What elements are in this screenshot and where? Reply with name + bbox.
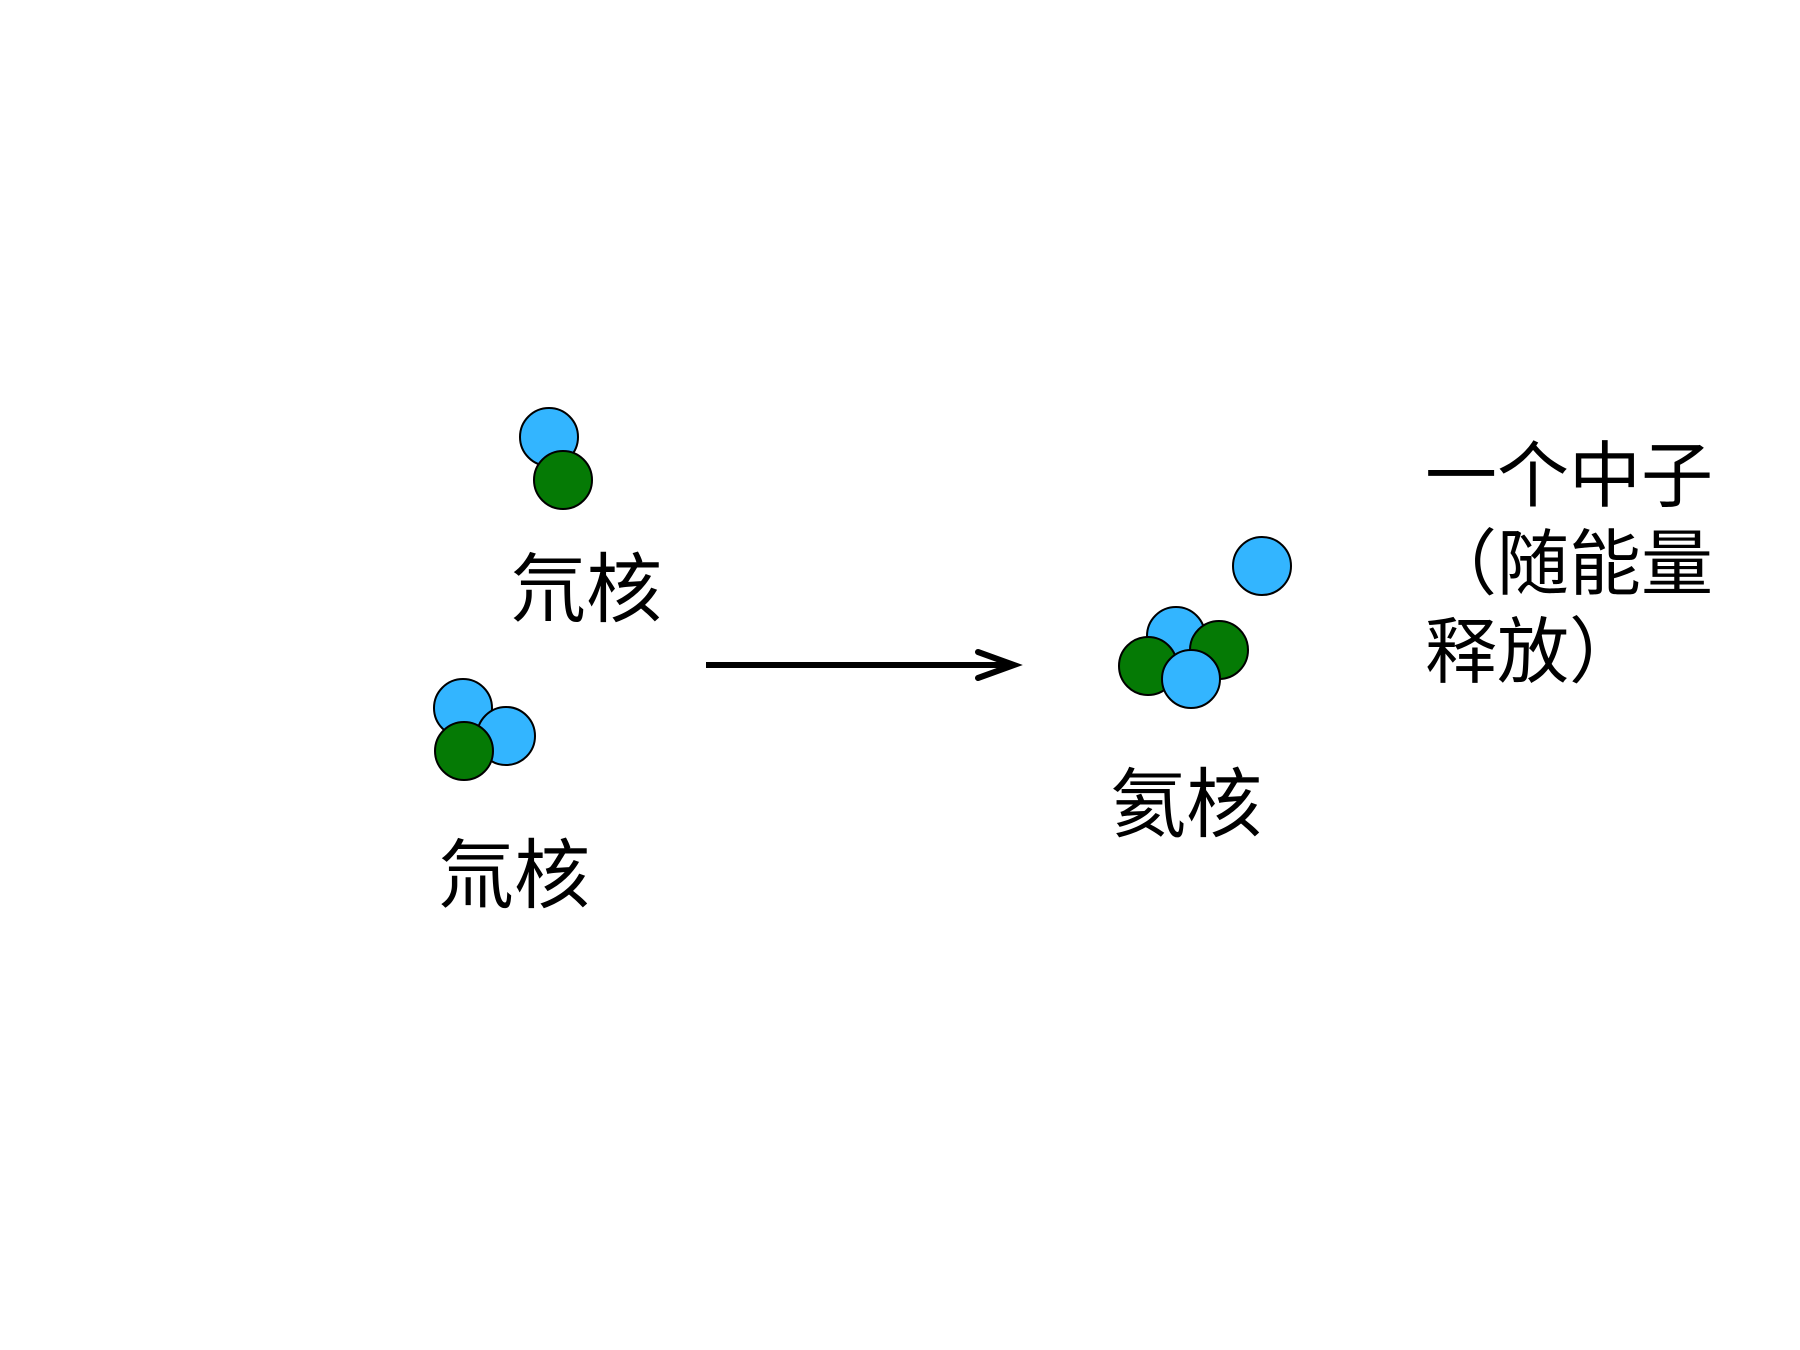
neutron-particle: [533, 450, 593, 510]
neutron-particle: [434, 721, 494, 781]
helium-label: 氦核: [1110, 760, 1262, 849]
deuterium-label: 氘核: [510, 545, 662, 634]
neutron-note-line: 一个中子: [1425, 434, 1714, 518]
deuterium-nucleus: [519, 407, 593, 510]
proton-particle: [1161, 649, 1221, 709]
right-arrow-icon: [706, 649, 1023, 681]
neutron-note-line: （随能量: [1425, 522, 1714, 606]
neutron-note-line: 释放）: [1425, 610, 1642, 694]
helium-nucleus: [1118, 606, 1249, 709]
tritium-nucleus: [433, 678, 536, 781]
arrow-head: [975, 649, 1023, 681]
neutron-note: 一个中子 （随能量 释放）: [1425, 432, 1713, 696]
free-neutron-particle: [1232, 536, 1292, 596]
tritium-label: 氚核: [438, 831, 590, 920]
